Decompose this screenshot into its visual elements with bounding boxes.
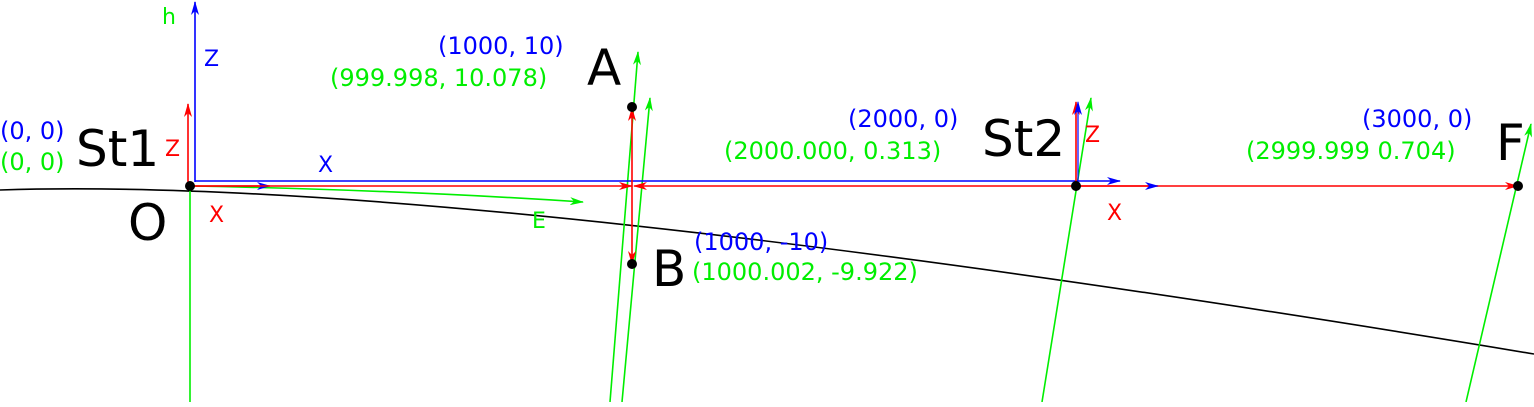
axis-label-red-x-st2: X	[1107, 201, 1122, 226]
axis-label-red-z-st1: Z	[165, 137, 180, 162]
coord-f-green: (2999.999 0.704)	[1246, 137, 1456, 165]
axis-label-h: h	[162, 5, 176, 30]
coord-a-blue: (1000, 10)	[438, 32, 564, 60]
point-st2-dot	[1071, 181, 1081, 191]
coord-b-green: (1000.002, -9.922)	[692, 258, 918, 286]
label-o: O	[128, 194, 167, 252]
axis-label-red-z-st2: Z	[1085, 123, 1100, 148]
green-normal-f	[1465, 123, 1532, 403]
label-st1: St1	[76, 120, 159, 178]
green-normal-b	[621, 97, 653, 403]
point-a-dot	[627, 102, 637, 112]
label-f: F	[1496, 114, 1525, 172]
green-e-direction	[191, 185, 584, 206]
point-f-dot	[1513, 181, 1523, 191]
point-b-dot	[627, 259, 637, 269]
coord-st2-blue: (2000, 0)	[848, 105, 958, 133]
coord-a-green: (999.998, 10.078)	[330, 64, 547, 92]
coord-b-blue: (1000, -10)	[694, 228, 828, 256]
coord-st1-green: (0, 0)	[0, 148, 65, 176]
green-normal-st2	[1041, 97, 1093, 403]
coord-st1-blue: (0, 0)	[0, 117, 65, 145]
label-a: A	[587, 39, 621, 97]
label-b: B	[652, 240, 686, 298]
axis-label-blue-z: Z	[204, 47, 219, 72]
axis-label-blue-x: X	[318, 153, 333, 178]
axis-label-green-e: E	[532, 209, 546, 234]
label-st2: St2	[982, 110, 1065, 168]
coord-st2-green: (2000.000, 0.313)	[724, 137, 941, 165]
earth-surface-curve	[0, 188, 1534, 355]
axis-label-red-x-st1: X	[209, 203, 224, 228]
coord-f-blue: (3000, 0)	[1362, 105, 1472, 133]
point-st1-dot	[185, 181, 195, 191]
